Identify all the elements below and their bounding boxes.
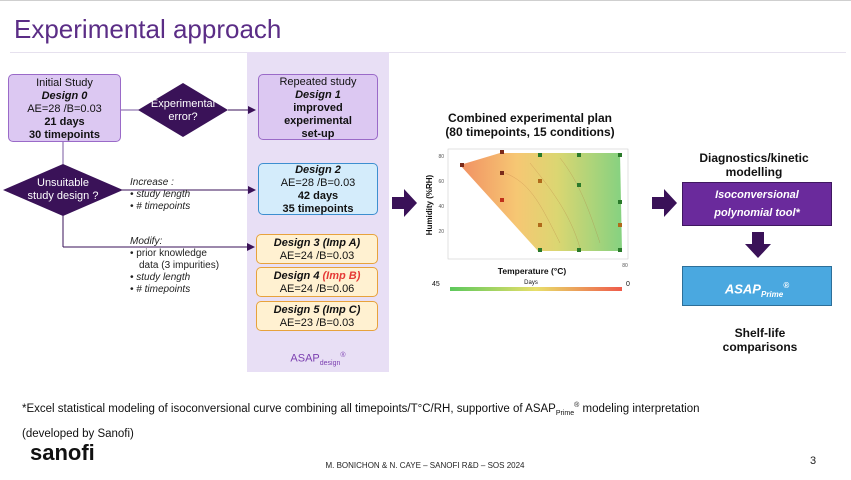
title-rule — [10, 52, 846, 53]
point-8 — [577, 183, 581, 187]
legend-title: Days — [524, 280, 538, 286]
legend-bar — [450, 287, 622, 291]
point-11 — [538, 223, 542, 227]
initial-study-box: Initial Study Design 0 AE=28 /B=0.03 21 … — [8, 74, 121, 142]
ytick-40: 40 — [438, 204, 444, 210]
design4-name: Design 4 — [273, 270, 323, 282]
repeated-study-box: Repeated study Design 1 improved experim… — [258, 74, 378, 140]
design3-params: AE=24 /B=0.03 — [279, 250, 355, 262]
point-10 — [500, 198, 504, 202]
design-space-region — [460, 153, 622, 251]
footer-text: M. BONICHON & N. CAYE – SANOFI R&D – SOS… — [325, 461, 525, 470]
point-4 — [577, 153, 581, 157]
design5-box: Design 5 (Imp C) AE=23 /B=0.03 — [256, 301, 378, 331]
point-5 — [618, 153, 622, 157]
design5-name: Design 5 (Imp C) — [273, 304, 361, 316]
design4-impurity: (Imp B) — [322, 270, 361, 282]
y-axis-label: Humidity (%RH) — [425, 174, 434, 235]
design0-params: AE=28 /B=0.03 — [27, 103, 102, 115]
point-14 — [577, 248, 581, 252]
design1-line3: set-up — [301, 128, 335, 140]
ytick-80: 80 — [438, 154, 444, 160]
point-9 — [618, 200, 622, 204]
plan-title: Combined experimental plan(80 timepoints… — [445, 111, 615, 139]
ytick-20: 20 — [438, 229, 444, 235]
diamond-unsuitable — [3, 164, 123, 216]
design0-timepoints: 30 timepoints — [29, 129, 100, 141]
design2-params: AE=28 /B=0.03 — [280, 177, 356, 189]
increase-note: Increase : • study length • # timepoints — [130, 177, 191, 212]
ytick-60: 60 — [438, 179, 444, 185]
repeated-study-label: Repeated study — [279, 76, 357, 88]
arrow-to-prime — [745, 232, 771, 258]
sanofi-logo: sanofi — [30, 440, 95, 465]
design0-name: Design 0 — [41, 90, 88, 102]
point-1 — [460, 163, 464, 167]
design3-box: Design 3 (Imp A) AE=24 /B=0.03 — [256, 234, 378, 264]
point-15 — [618, 248, 622, 252]
condition-points — [460, 150, 622, 252]
design2-name: Design 2 — [295, 164, 341, 176]
point-6 — [500, 171, 504, 175]
point-2 — [500, 150, 504, 154]
point-7 — [538, 179, 542, 183]
arrow-to-plan — [392, 189, 417, 217]
arrow-to-tool — [652, 189, 677, 217]
x-axis-label: Temperature (°C) — [498, 266, 567, 276]
diamond-experimental-error — [138, 83, 228, 137]
design5-params: AE=23 /B=0.03 — [279, 317, 355, 329]
point-13 — [538, 248, 542, 252]
design2-days: 42 days — [297, 190, 339, 202]
modify-note: Modify: • prior knowledge data (3 impuri… — [130, 236, 220, 295]
plan-chart: 80 60 40 20 80 Humidity (%RH) Temperatur… — [425, 148, 630, 291]
page-number: 3 — [810, 455, 817, 467]
design3-name: Design 3 (Imp A) — [273, 237, 361, 249]
legend-left: 45 — [432, 281, 440, 288]
point-12 — [618, 223, 622, 227]
asap-prime-box: ASAPPrime® — [682, 266, 832, 306]
design1-line2: experimental — [284, 115, 352, 127]
design4-box: Design 4 (Imp B) AE=24 /B=0.06 — [256, 267, 378, 297]
design4-params: AE=24 /B=0.06 — [279, 283, 355, 295]
design1-name: Design 1 — [295, 89, 341, 101]
footnote: *Excel statistical modeling of isoconver… — [22, 402, 700, 441]
top-rule — [0, 0, 851, 1]
design1-line1: improved — [293, 102, 343, 114]
asap-design-label: ASAPdesign® — [290, 352, 346, 367]
legend-right: 0 — [626, 281, 630, 288]
initial-study-label: Initial Study — [36, 77, 93, 89]
design0-days: 21 days — [44, 116, 85, 128]
design2-box: Design 2 AE=28 /B=0.03 42 days 35 timepo… — [258, 163, 378, 215]
xtick-80: 80 — [622, 263, 628, 269]
design2-timepoints: 35 timepoints — [282, 203, 354, 215]
slide-title: Experimental approach — [14, 14, 282, 44]
point-3 — [538, 153, 542, 157]
